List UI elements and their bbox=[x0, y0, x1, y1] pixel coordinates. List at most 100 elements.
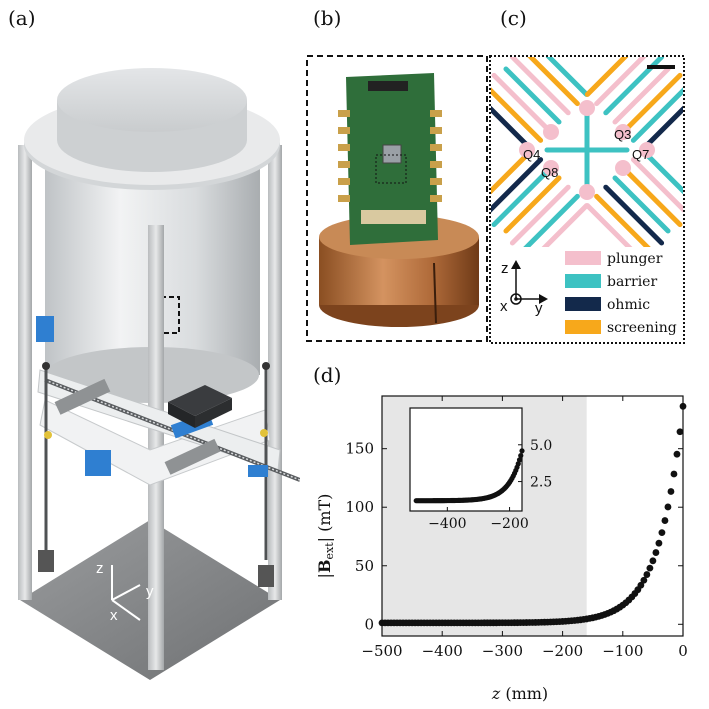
inset-y-tick-label: 5.0 bbox=[530, 438, 552, 454]
x-tick-label: −400 bbox=[422, 642, 463, 660]
gate-finger bbox=[621, 72, 683, 134]
blue-motor-block-1 bbox=[36, 316, 54, 342]
gate-legend: plunger barrier ohmic screening bbox=[565, 251, 677, 336]
gate-finger bbox=[612, 66, 671, 125]
gate-finger bbox=[503, 66, 562, 125]
post-back-left bbox=[18, 145, 32, 600]
gate-finger bbox=[491, 166, 553, 228]
data-point bbox=[670, 470, 678, 478]
plunger-pad bbox=[579, 100, 595, 116]
data-point bbox=[667, 488, 675, 495]
axis-label-y-c: y bbox=[535, 300, 543, 317]
x-tick-label: −500 bbox=[361, 642, 402, 660]
data-point bbox=[649, 557, 657, 565]
data-point bbox=[646, 564, 654, 572]
post-back-right bbox=[268, 145, 282, 600]
plunger-pad bbox=[519, 142, 535, 158]
panel-label-b: (b) bbox=[313, 6, 342, 30]
data-point bbox=[658, 529, 666, 537]
inset-x-tick-label: −400 bbox=[428, 516, 466, 532]
gate-finger bbox=[509, 184, 571, 246]
legend-label-ohmic: ohmic bbox=[607, 297, 650, 313]
legend-label-plunger: plunger bbox=[607, 251, 663, 267]
inset-background bbox=[410, 408, 522, 511]
panel-c-gate-layout: Q3 Q4 Q7 Q8 z x y plunger barrier ohmic scr… bbox=[489, 55, 685, 344]
y-tick-label: 150 bbox=[345, 440, 374, 458]
gate-finger bbox=[640, 147, 683, 195]
data-point bbox=[643, 571, 651, 578]
y-tick-label: 100 bbox=[345, 498, 374, 516]
axis-label-x-c: x bbox=[500, 298, 508, 315]
controller-box bbox=[168, 385, 232, 416]
stepper-motor-right bbox=[258, 565, 274, 587]
gate-finger bbox=[594, 193, 651, 247]
gate-finger bbox=[491, 87, 544, 143]
data-point bbox=[655, 539, 663, 547]
gate-finger bbox=[584, 203, 633, 247]
blue-motor-block-2 bbox=[85, 450, 111, 476]
gate-finger bbox=[640, 105, 683, 153]
scale-bar bbox=[647, 65, 675, 69]
gate-finger bbox=[491, 105, 534, 153]
plunger-pad bbox=[615, 124, 631, 140]
gate-finger bbox=[594, 57, 647, 107]
plunger-pad bbox=[639, 142, 655, 158]
y-axis-label: |Bext| (mT) bbox=[315, 494, 336, 579]
stepper-motor-left bbox=[38, 550, 54, 572]
inset-axes-frame bbox=[409, 407, 523, 512]
inset-y-tick-label: 2.5 bbox=[530, 475, 552, 491]
lid-top bbox=[57, 68, 247, 132]
y-tick-label: 50 bbox=[355, 557, 374, 575]
main-axes-frame bbox=[381, 395, 684, 637]
legend-swatch-screening bbox=[565, 320, 601, 334]
chip bbox=[382, 144, 402, 164]
axes-glyph-c: z x y bbox=[500, 260, 548, 317]
qubit-label-q4: Q4 bbox=[523, 147, 540, 162]
data-point bbox=[652, 549, 660, 556]
data-point bbox=[637, 581, 645, 589]
x-tick-label: −300 bbox=[482, 642, 523, 660]
gate-finger bbox=[584, 57, 629, 97]
panel-b-photo bbox=[306, 55, 488, 342]
axis-label-z-a: z bbox=[96, 560, 104, 577]
panel-label-c: (c) bbox=[500, 6, 527, 30]
gate-finger bbox=[491, 157, 544, 213]
axis-label-x-a: x bbox=[110, 607, 118, 624]
plunger-pad bbox=[543, 124, 559, 140]
gate-finger bbox=[621, 166, 683, 228]
x-tick-label: −100 bbox=[602, 642, 643, 660]
data-point bbox=[640, 576, 648, 584]
inset-x-tick-label: −200 bbox=[490, 516, 528, 532]
panel-a-rendering: z y x bbox=[18, 68, 300, 680]
gate-finger bbox=[491, 147, 534, 195]
panel-label-a: (a) bbox=[8, 6, 36, 30]
qubit-label-q8: Q8 bbox=[541, 165, 558, 180]
main-data-points bbox=[378, 402, 687, 627]
data-point bbox=[676, 428, 684, 436]
gate-finger bbox=[523, 193, 580, 247]
inset-data-point bbox=[516, 457, 523, 463]
qubit-label-q7: Q7 bbox=[632, 147, 649, 162]
plunger-pad bbox=[543, 160, 559, 176]
gate-finger bbox=[491, 72, 553, 134]
data-point bbox=[673, 450, 681, 458]
gate-finger bbox=[541, 203, 590, 247]
gate-finger bbox=[503, 175, 562, 234]
plunger-pad bbox=[615, 160, 631, 176]
gate-finger bbox=[630, 87, 683, 143]
x-axis-label: z (mm) bbox=[491, 684, 548, 703]
gate-finger bbox=[527, 57, 580, 107]
qubit-label-q3: Q3 bbox=[614, 127, 631, 142]
legend-label-barrier: barrier bbox=[607, 274, 657, 290]
plunger-pad bbox=[579, 184, 595, 200]
legend-swatch-ohmic bbox=[565, 297, 601, 311]
gate-finger bbox=[630, 157, 683, 213]
legend-swatch-barrier bbox=[565, 274, 601, 288]
inset-data-points bbox=[413, 448, 525, 504]
inset-ticks: −400 −200 2.5 5.0 bbox=[428, 438, 552, 532]
legend-label-screening: screening bbox=[607, 320, 677, 336]
x-tick-label: 0 bbox=[678, 642, 688, 660]
data-point bbox=[664, 503, 672, 511]
